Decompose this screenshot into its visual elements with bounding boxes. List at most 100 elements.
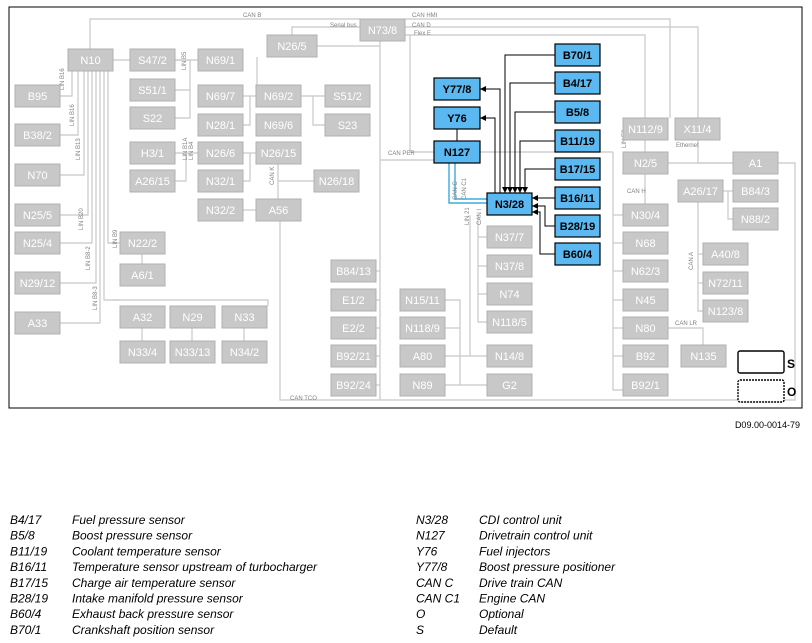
component-n70: N70 [14,163,61,187]
component-n26-6: N26/6 [197,141,244,165]
component-box [486,282,533,306]
bus-label: Flex E [414,31,431,37]
component-box [330,373,377,397]
component-box [14,123,61,147]
component-box [221,305,268,329]
sensor-connections [456,54,555,255]
component-b92-24: B92/24 [330,373,377,397]
component-n89: N89 [399,373,446,397]
bus-label: CAN PER [388,151,415,157]
component-box [197,84,244,108]
component-label: S23 [338,120,358,132]
legend-key: O [416,607,425,621]
component-h3-1: H3/1 [129,141,176,165]
component-a33: A33 [14,311,61,335]
component-a26-17: A26/17 [677,179,724,203]
component-label: B92/1 [631,380,660,392]
component-label: A80 [413,351,433,363]
component-label: N25/4 [23,238,52,250]
component-n118-5: N118/5 [486,310,533,334]
component-box [129,141,176,165]
component-n69-7: N69/7 [197,84,244,108]
component-label: B11/19 [560,136,595,148]
component-box [702,271,749,295]
component-box [433,77,481,101]
component-label: N15/11 [405,295,440,307]
legend-key: CAN C1 [416,592,460,606]
component-label: N89 [412,380,432,392]
component-label: N69/2 [264,91,293,103]
component-s51-1: S51/1 [129,78,176,102]
legend-description: CDI control unit [479,513,562,527]
component-label: N10 [80,55,100,67]
component-label: N73/8 [368,25,397,37]
optional-letter: O [787,385,796,399]
component-n26-5: N26/5 [266,34,318,58]
component-box [486,373,533,397]
component-label: N32/2 [206,205,235,217]
component-b60-4: B60/4 [554,242,601,266]
component-b84-13: B84/13 [330,259,377,283]
bus-lines [60,18,796,401]
component-label: N69/7 [206,91,235,103]
component-label: N34/2 [230,347,259,359]
legend-description: Drive train CAN [479,576,563,590]
component-box [330,259,377,283]
component-box [554,129,601,153]
component-label: S47/2 [138,55,167,67]
component-box [674,117,721,141]
component-n127: N127 [433,140,481,164]
component-b5-8: B5/8 [554,100,601,124]
component-label: A33 [28,318,48,330]
component-n15-11: N15/11 [399,288,446,312]
component-e2-2: E2/2 [330,316,377,340]
component-box [324,84,371,108]
legend-key: B17/15 [10,576,48,590]
bus-label: CAN H [627,189,646,195]
component-label: N62/3 [631,266,660,278]
component-label: N37/8 [495,261,524,273]
component-n26-15: N26/15 [255,141,302,165]
bus-label: CAN HMI [412,13,438,19]
component-label: G2 [502,380,517,392]
components: N10B95B38/2N70N25/5N25/4N29/12A33S47/2S5… [14,18,779,397]
component-label: B92/24 [336,380,371,392]
component-b70-1: B70/1 [554,43,601,67]
legend-description: Exhaust back pressure sensor [72,607,234,621]
legend-description: Fuel injectors [479,544,550,558]
component-box [622,316,669,340]
component-box [119,340,166,364]
component-label: B38/2 [23,130,52,142]
bus-label: CAN C1 [462,177,468,200]
component-box [14,163,61,187]
bus-label: CAN LR [675,321,698,327]
component-box [330,288,377,312]
bus-label: LIN B13 [76,138,82,160]
component-label: B92 [636,351,656,363]
legend-key: Y76 [416,544,438,558]
legend-description: Engine CAN [479,592,545,606]
bus-label: LIN B8-3 [93,286,99,310]
component-label: A56 [269,205,289,217]
legend-description: Drivetrain control unit [479,529,593,543]
component-label: A26/15 [135,176,170,188]
component-s51-2: S51/2 [324,84,371,108]
component-n33: N33 [221,305,268,329]
component-box [119,305,166,329]
component-s22: S22 [129,106,176,130]
component-box [324,113,371,137]
component-n68: N68 [622,231,669,255]
component-label: N118/9 [405,323,440,335]
bus-label: LIN B4 [189,141,195,160]
legend-key: B60/4 [10,607,42,621]
component-box [554,100,601,124]
component-box [119,231,166,255]
component-label: B17/15 [560,164,595,176]
legend-key: B70/1 [10,623,41,637]
legend-key: B28/19 [10,592,48,606]
